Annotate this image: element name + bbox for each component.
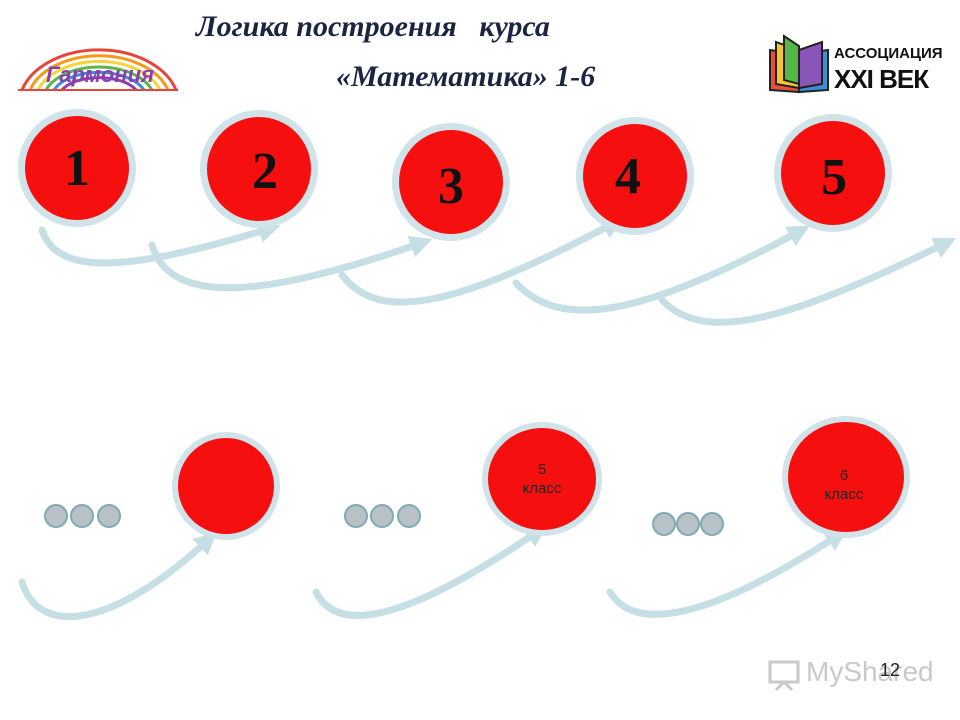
ellipsis-dot xyxy=(44,504,68,528)
arrow-3-to-4 xyxy=(338,217,624,306)
arrow-2-to-3 xyxy=(148,235,433,292)
grade-circle-1: 1 xyxy=(25,116,129,220)
grade-number-2: 2 xyxy=(252,142,278,200)
page-title-line1: Логика построения курса xyxy=(196,10,550,43)
arrow-bottom-3 xyxy=(606,529,848,618)
ellipsis-dot xyxy=(652,512,676,536)
ellipsis-dot xyxy=(70,504,94,528)
arrow-1-to-2 xyxy=(38,221,281,267)
grade-6-number: 6 xyxy=(839,467,849,484)
bottom-circle-grade-6: 6 класс xyxy=(788,422,904,532)
grade-circle-2: 2 xyxy=(207,117,311,221)
assoc-book-icon xyxy=(769,34,829,94)
ellipsis-dot xyxy=(370,504,394,528)
grade-circle-4: 4 xyxy=(583,124,687,228)
ellipsis-dot xyxy=(700,512,724,536)
grade-number-1: 1 xyxy=(64,139,90,197)
presentation-icon xyxy=(768,660,800,692)
ellipsis-dot xyxy=(397,504,421,528)
arrow-4-to-5 xyxy=(512,225,810,314)
bottom-circle-empty xyxy=(178,438,274,534)
grade-number-3: 3 xyxy=(438,157,464,215)
grade-number-5: 5 xyxy=(821,148,847,206)
assoc-logo-line1: АССОЦИАЦИЯ xyxy=(834,45,943,62)
ellipsis-dot xyxy=(97,504,121,528)
grade-5-number: 5 xyxy=(537,461,547,478)
assoc-logo-line2: XXI ВЕК xyxy=(834,64,929,94)
garmonia-logo-text: Гармония xyxy=(46,62,154,87)
arrow-bottom-1 xyxy=(18,531,217,621)
grade-circle-5: 5 xyxy=(781,121,885,225)
garmonia-logo xyxy=(18,48,178,92)
grade-5-word: класс xyxy=(522,480,562,497)
page-number: 12 xyxy=(880,660,901,680)
grade-6-word: класс xyxy=(824,486,864,503)
arrow-5-to-next xyxy=(658,237,957,326)
bottom-circle-grade-5: 5 класс xyxy=(488,428,596,530)
grade-circle-3: 3 xyxy=(399,130,503,234)
arrow-bottom-2 xyxy=(312,524,548,619)
grade-number-4: 4 xyxy=(615,147,641,205)
watermark-text: MyShared xyxy=(806,656,934,687)
ellipsis-dot xyxy=(676,512,700,536)
page-title-line2: «Математика» 1-6 xyxy=(336,60,596,93)
ellipsis-dot xyxy=(344,504,368,528)
